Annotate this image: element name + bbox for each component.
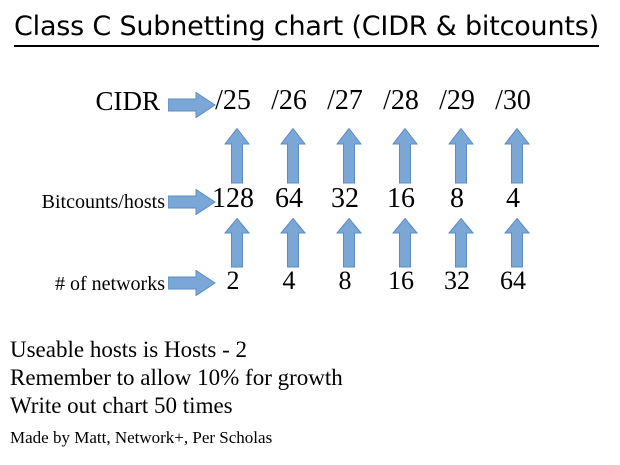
cell-networks-5: 64	[500, 266, 526, 295]
cell-hosts-4: 8	[450, 183, 464, 214]
cell-hosts-0: 128	[212, 183, 254, 214]
subnetting-chart: CIDR /25 /26 /27 /28 /29 /30	[41, 85, 531, 297]
arrow-up-icon	[335, 217, 363, 273]
cell-cidr-1: /26	[271, 85, 307, 116]
cell-cidr-2: /27	[327, 85, 363, 116]
cell-networks-1: 4	[282, 266, 296, 295]
arrow-right-icon	[167, 91, 216, 119]
arrow-up-icon	[279, 217, 307, 273]
cell-hosts-1: 64	[275, 183, 303, 214]
cell-cidr-3: /28	[383, 85, 419, 116]
arrow-up-icon	[223, 217, 251, 273]
arrow-up-icon	[447, 127, 475, 189]
note-line-3: Write out chart 50 times	[10, 393, 233, 418]
cell-cidr-5: /30	[495, 85, 531, 116]
arrow-up-icon	[503, 127, 531, 189]
arrow-right-icon	[167, 269, 216, 297]
row-label-cidr: CIDR	[95, 86, 160, 116]
cell-cidr-0: /25	[215, 85, 251, 116]
cell-networks-2: 8	[338, 266, 352, 295]
arrow-up-icon	[223, 127, 251, 189]
arrow-up-icon	[447, 217, 475, 273]
arrow-up-icon	[391, 127, 419, 189]
cell-hosts-2: 32	[331, 183, 359, 214]
row-label-number-of-networks: # of networks	[55, 273, 165, 295]
note-line-1: Useable hosts is Hosts - 2	[10, 337, 248, 362]
cell-cidr-4: /29	[439, 85, 475, 116]
notes-block: Useable hosts is Hosts - 2 Remember to a…	[10, 336, 610, 420]
arrow-up-icon	[279, 127, 307, 189]
credit-line: Made by Matt, Network+, Per Scholas	[10, 428, 273, 447]
arrow-right-icon	[167, 188, 216, 216]
page-title: Class C Subnetting chart (CIDR & bitcoun…	[14, 10, 599, 47]
cell-networks-3: 16	[388, 266, 414, 295]
row-label-bitcounts-hosts: Bitcounts/hosts	[41, 191, 165, 213]
arrow-up-icon	[391, 217, 419, 273]
cell-hosts-5: 4	[506, 183, 520, 214]
cell-networks-0: 2	[226, 266, 240, 295]
arrow-up-icon	[503, 217, 531, 273]
note-line-2: Remember to allow 10% for growth	[10, 365, 343, 390]
arrow-up-icon	[335, 127, 363, 189]
cell-hosts-3: 16	[387, 183, 415, 214]
cell-networks-4: 32	[444, 266, 470, 295]
